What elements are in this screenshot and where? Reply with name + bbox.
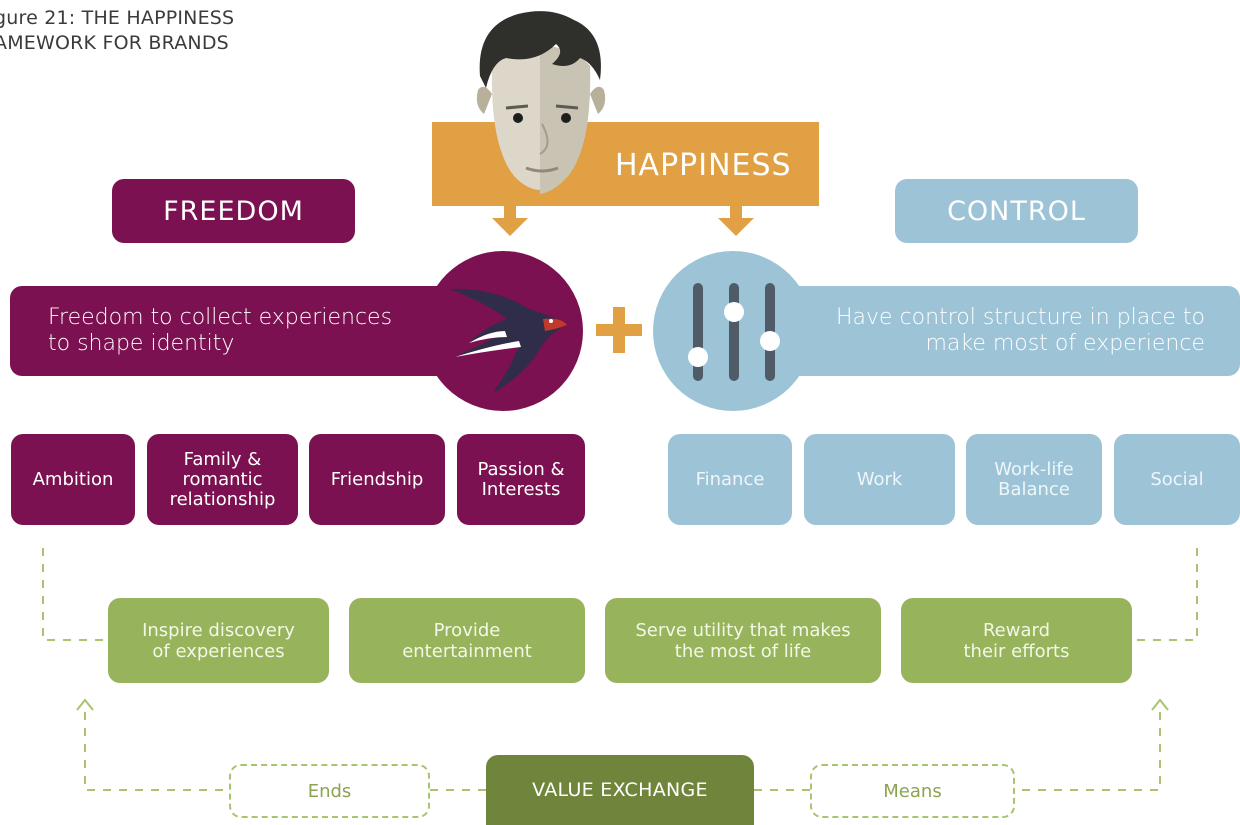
sliders-icon <box>688 283 780 381</box>
control-tile-work: Work <box>804 434 955 525</box>
value-provide-entertainment: Provide entertainment <box>349 598 585 683</box>
means-box: Means <box>810 764 1015 818</box>
arrow-up-icon <box>1151 698 1169 711</box>
control-tile-work-life-balance: Work-life Balance <box>966 434 1102 525</box>
control-header: CONTROL <box>895 179 1138 243</box>
happiness-banner: HAPPINESS <box>432 122 819 206</box>
face-icon <box>470 6 612 206</box>
value-exchange-box: VALUE EXCHANGE <box>486 755 754 825</box>
control-tile-finance: Finance <box>668 434 792 525</box>
control-tile-social: Social <box>1114 434 1240 525</box>
ends-box: Ends <box>229 764 430 818</box>
freedom-tile-family: Family & romantic relationship <box>147 434 298 525</box>
control-circle <box>653 251 813 411</box>
plus-icon <box>596 307 642 353</box>
arrow-down-icon <box>492 206 528 236</box>
freedom-tile-ambition: Ambition <box>11 434 135 525</box>
value-serve-utility: Serve utility that makes the most of lif… <box>605 598 881 683</box>
happiness-label: HAPPINESS <box>615 148 792 183</box>
freedom-description: Freedom to collect experiences to shape … <box>48 305 393 356</box>
control-description: Have control structure in place to make … <box>836 305 1205 356</box>
control-description-band: Have control structure in place to make … <box>740 286 1240 376</box>
figure-title: gure 21: THE HAPPINESS AMEWORK FOR BRAND… <box>0 7 235 54</box>
freedom-tile-friendship: Friendship <box>309 434 445 525</box>
freedom-header: FREEDOM <box>112 179 355 243</box>
arrow-up-icon <box>76 698 94 711</box>
freedom-tile-passion: Passion & Interests <box>457 434 585 525</box>
value-reward-efforts: Reward their efforts <box>901 598 1132 683</box>
arrow-down-icon <box>718 206 754 236</box>
swallow-icon <box>449 288 567 393</box>
freedom-circle <box>423 251 583 411</box>
value-inspire-discovery: Inspire discovery of experiences <box>108 598 329 683</box>
